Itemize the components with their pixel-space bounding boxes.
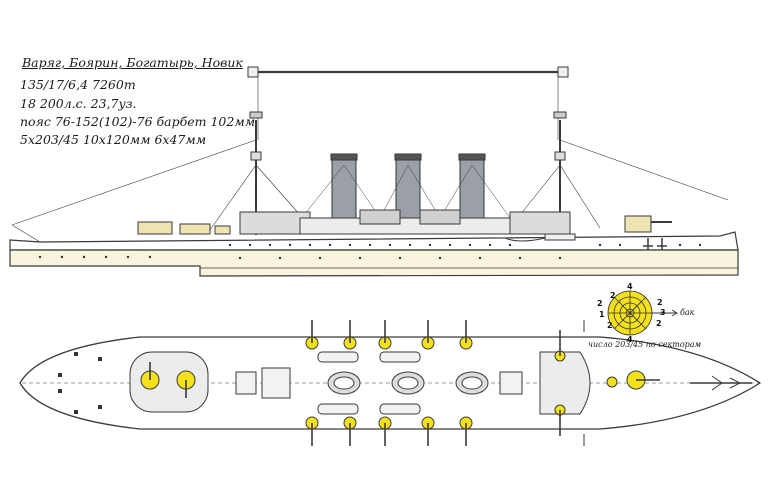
- sector-number-top-outer: 4: [627, 282, 633, 291]
- sector-number-right-outer: 2: [657, 298, 663, 307]
- sector-number-left-inner: 2: [607, 321, 613, 330]
- sector-caption: число 203/45 по секторам: [588, 340, 702, 349]
- sector-number-left-outer: 2: [597, 299, 603, 308]
- sector-number-left-mid: 1: [599, 310, 605, 319]
- dimensions-displacement: 135/17/6,4 7260т: [20, 77, 136, 92]
- armour-spec: пояс 76-152(102)-76 барбет 102мм: [20, 114, 256, 129]
- sector-diagram: [607, 290, 678, 336]
- sector-number-right-inner: 2: [656, 319, 662, 328]
- sector-number-bottom: 4: [627, 335, 633, 344]
- side-profile: [9, 66, 739, 277]
- sector-number-right-mid: 3: [660, 308, 666, 317]
- power-speed: 18 200л.с. 23,7уз.: [20, 96, 137, 111]
- bow-arrow-label: бак: [680, 308, 695, 317]
- armament-spec: 5х203/45 10х120мм 6х47мм: [20, 132, 207, 147]
- sector-number-top-inner: 2: [610, 291, 616, 300]
- plan-view: [19, 320, 762, 446]
- ship-class-title: Варяг, Боярин, Богатырь, Новик: [22, 55, 243, 70]
